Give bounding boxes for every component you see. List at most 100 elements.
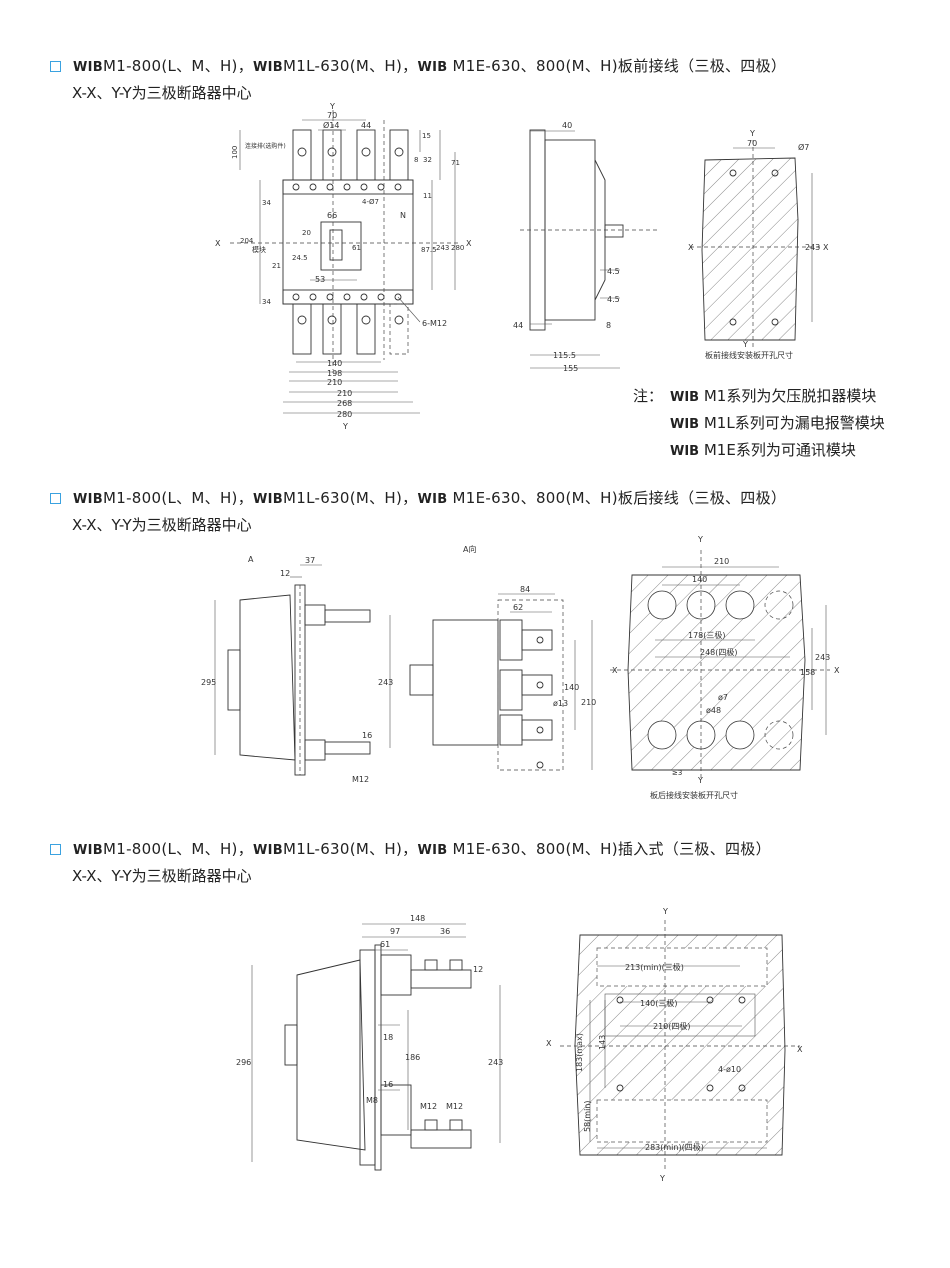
dim-label: 210 — [581, 698, 596, 707]
dim-label: 100 — [231, 146, 239, 159]
brand-label: WIB — [253, 60, 284, 75]
title-part: M1L-630(M、H)， — [283, 57, 418, 75]
brand-label: WIB — [670, 390, 700, 405]
dim-label: X — [688, 243, 694, 252]
side-view: 40 4.5 4.5 44 8 115.5 155 — [513, 121, 660, 373]
section-title-plug-in: WIBM1-800(L、M、H)，WIBM1L-630(M、H)，WIB M1E… — [50, 838, 771, 859]
dim-label: 115.5 — [553, 351, 576, 360]
dim-label: M12 — [446, 1102, 463, 1111]
title-part: M1E-630、800(M、H)插入式（三极、四极） — [447, 840, 771, 858]
dim-label: 34 — [262, 199, 271, 207]
dim-label: 53 — [315, 275, 325, 284]
brand-label: WIB — [670, 417, 700, 432]
brand-label: WIB — [417, 843, 448, 858]
dim-label: 178(三极) — [688, 630, 726, 640]
dim-label: M12 — [420, 1102, 437, 1111]
dim-label: 62 — [513, 603, 523, 612]
dim-label: 70 — [747, 139, 757, 148]
dim-label: X — [823, 243, 829, 252]
rear-side-view: A 37 12 295 243 16 M12 — [201, 555, 393, 784]
dim-label: 87.5 — [421, 246, 437, 254]
dim-label: 34 — [262, 298, 271, 306]
dim-label: X — [834, 666, 840, 675]
dim-label: 268 — [337, 399, 352, 408]
title-part: M1-800(L、M、H)， — [103, 57, 254, 75]
dim-label: 15 — [422, 132, 431, 140]
section-subtitle: X-X、Y-Y为三极断路器中心 — [72, 867, 252, 885]
panel-caption: 板后接线安装板开孔尺寸 — [650, 790, 738, 800]
brand-label: WIB — [417, 60, 448, 75]
dim-label: Y — [329, 102, 335, 111]
dim-label: 58(min) — [583, 1100, 592, 1132]
dim-label: 21 — [272, 262, 281, 270]
dim-label: 148 — [410, 914, 425, 923]
note-line: WIB M1E系列为可通讯模块 — [670, 439, 856, 460]
dim-label: 183(max) — [575, 1033, 584, 1072]
dim-label: 280 — [337, 410, 352, 419]
dim-label: 70 — [327, 111, 337, 120]
note-prefix: 注： — [633, 387, 664, 405]
dim-label: ≥3 — [672, 769, 682, 777]
dim-label: Ø7 — [798, 142, 809, 152]
dim-label: 204 — [240, 237, 254, 245]
dim-label: 71 — [451, 159, 460, 167]
dim-label: 44 — [513, 321, 523, 330]
section-subtitle: X-X、Y-Y为三极断路器中心 — [72, 516, 252, 534]
dim-label: ø48 — [706, 706, 721, 715]
panel-caption: 板前接线安装板开孔尺寸 — [705, 350, 793, 360]
dim-label: 248(四极) — [700, 647, 738, 657]
dim-label: 37 — [305, 556, 315, 565]
brand-label: WIB — [73, 60, 103, 75]
brand-label: WIB — [253, 843, 284, 858]
note-text: M1E系列为可通讯模块 — [699, 441, 856, 459]
dim-label: 12 — [473, 965, 483, 974]
dim-label: Y — [749, 129, 755, 138]
dim-label: 连接排(选购件) — [245, 142, 286, 150]
dim-label: N — [400, 211, 406, 220]
section-title-rear-wiring: WIBM1-800(L、M、H)，WIBM1L-630(M、H)，WIB M1E… — [50, 487, 786, 508]
section-title-front-wiring: WIBM1-800(L、M、H)，WIBM1L-630(M、H)，WIB M1E… — [50, 55, 786, 76]
dim-label: 210 — [714, 557, 729, 566]
dim-label: 158 — [800, 668, 815, 677]
brand-label: WIB — [73, 843, 103, 858]
panel-cutout: Y 70 Ø7 X X 243 Y 板前接线安装板开孔尺寸 — [688, 129, 829, 360]
dim-label: X — [215, 239, 221, 248]
title-part: M1L-630(M、H)， — [283, 840, 418, 858]
dim-label: 84 — [520, 585, 530, 594]
checkbox-icon — [50, 493, 61, 504]
dim-label: 4-Ø7 — [362, 198, 379, 206]
note-line: WIB M1L系列可为漏电报警模块 — [670, 412, 885, 433]
dim-label: 97 — [390, 927, 400, 936]
dim-label: 模块 — [252, 245, 266, 254]
dim-label: Y — [659, 1174, 665, 1183]
front-wiring-drawing: Y 70 Ø14 44 15 100 连接排(选购件) 8 32 71 11 4… — [215, 102, 829, 431]
dim-label: 295 — [201, 678, 216, 687]
plug-in-drawing: 296 148 97 36 61 12 18 186 243 16 M8 M12… — [236, 907, 803, 1183]
dim-label: Ø14 — [323, 120, 339, 130]
dim-label: 8 — [606, 321, 611, 330]
dim-label: 210(四极) — [653, 1021, 691, 1031]
view-title: A向 — [463, 544, 476, 554]
dim-label: 44 — [361, 121, 371, 130]
dim-label: X — [797, 1045, 803, 1054]
dim-label: 243 — [805, 243, 820, 252]
dim-label: 140(三极) — [640, 998, 678, 1008]
dim-label: 243 — [488, 1058, 503, 1067]
brand-label: WIB — [253, 492, 284, 507]
dim-label: 140 — [327, 359, 342, 368]
dim-label: 8 — [414, 156, 418, 164]
dim-label: 210 — [327, 378, 342, 387]
dim-label: 296 — [236, 1058, 251, 1067]
dim-label: 12 — [280, 569, 290, 578]
title-part: M1-800(L、M、H)， — [103, 840, 254, 858]
plug-in-panel-cutout: Y 213(min)(三极) 140(三极) 210(四极) X X 183(m… — [546, 907, 803, 1183]
dim-label: Y — [697, 535, 703, 544]
dim-label: Y — [662, 907, 668, 916]
dim-label: Y — [742, 340, 748, 349]
plug-in-side-view: 296 148 97 36 61 12 18 186 243 16 M8 M12… — [236, 914, 503, 1171]
dim-label: 213(min)(三极) — [625, 962, 684, 972]
note-text: M1L系列可为漏电报警模块 — [699, 414, 885, 432]
dim-label: 198 — [327, 369, 342, 378]
a-direction-view: A向 84 62 140 210 ø13 — [409, 544, 596, 771]
checkbox-icon — [50, 844, 61, 855]
